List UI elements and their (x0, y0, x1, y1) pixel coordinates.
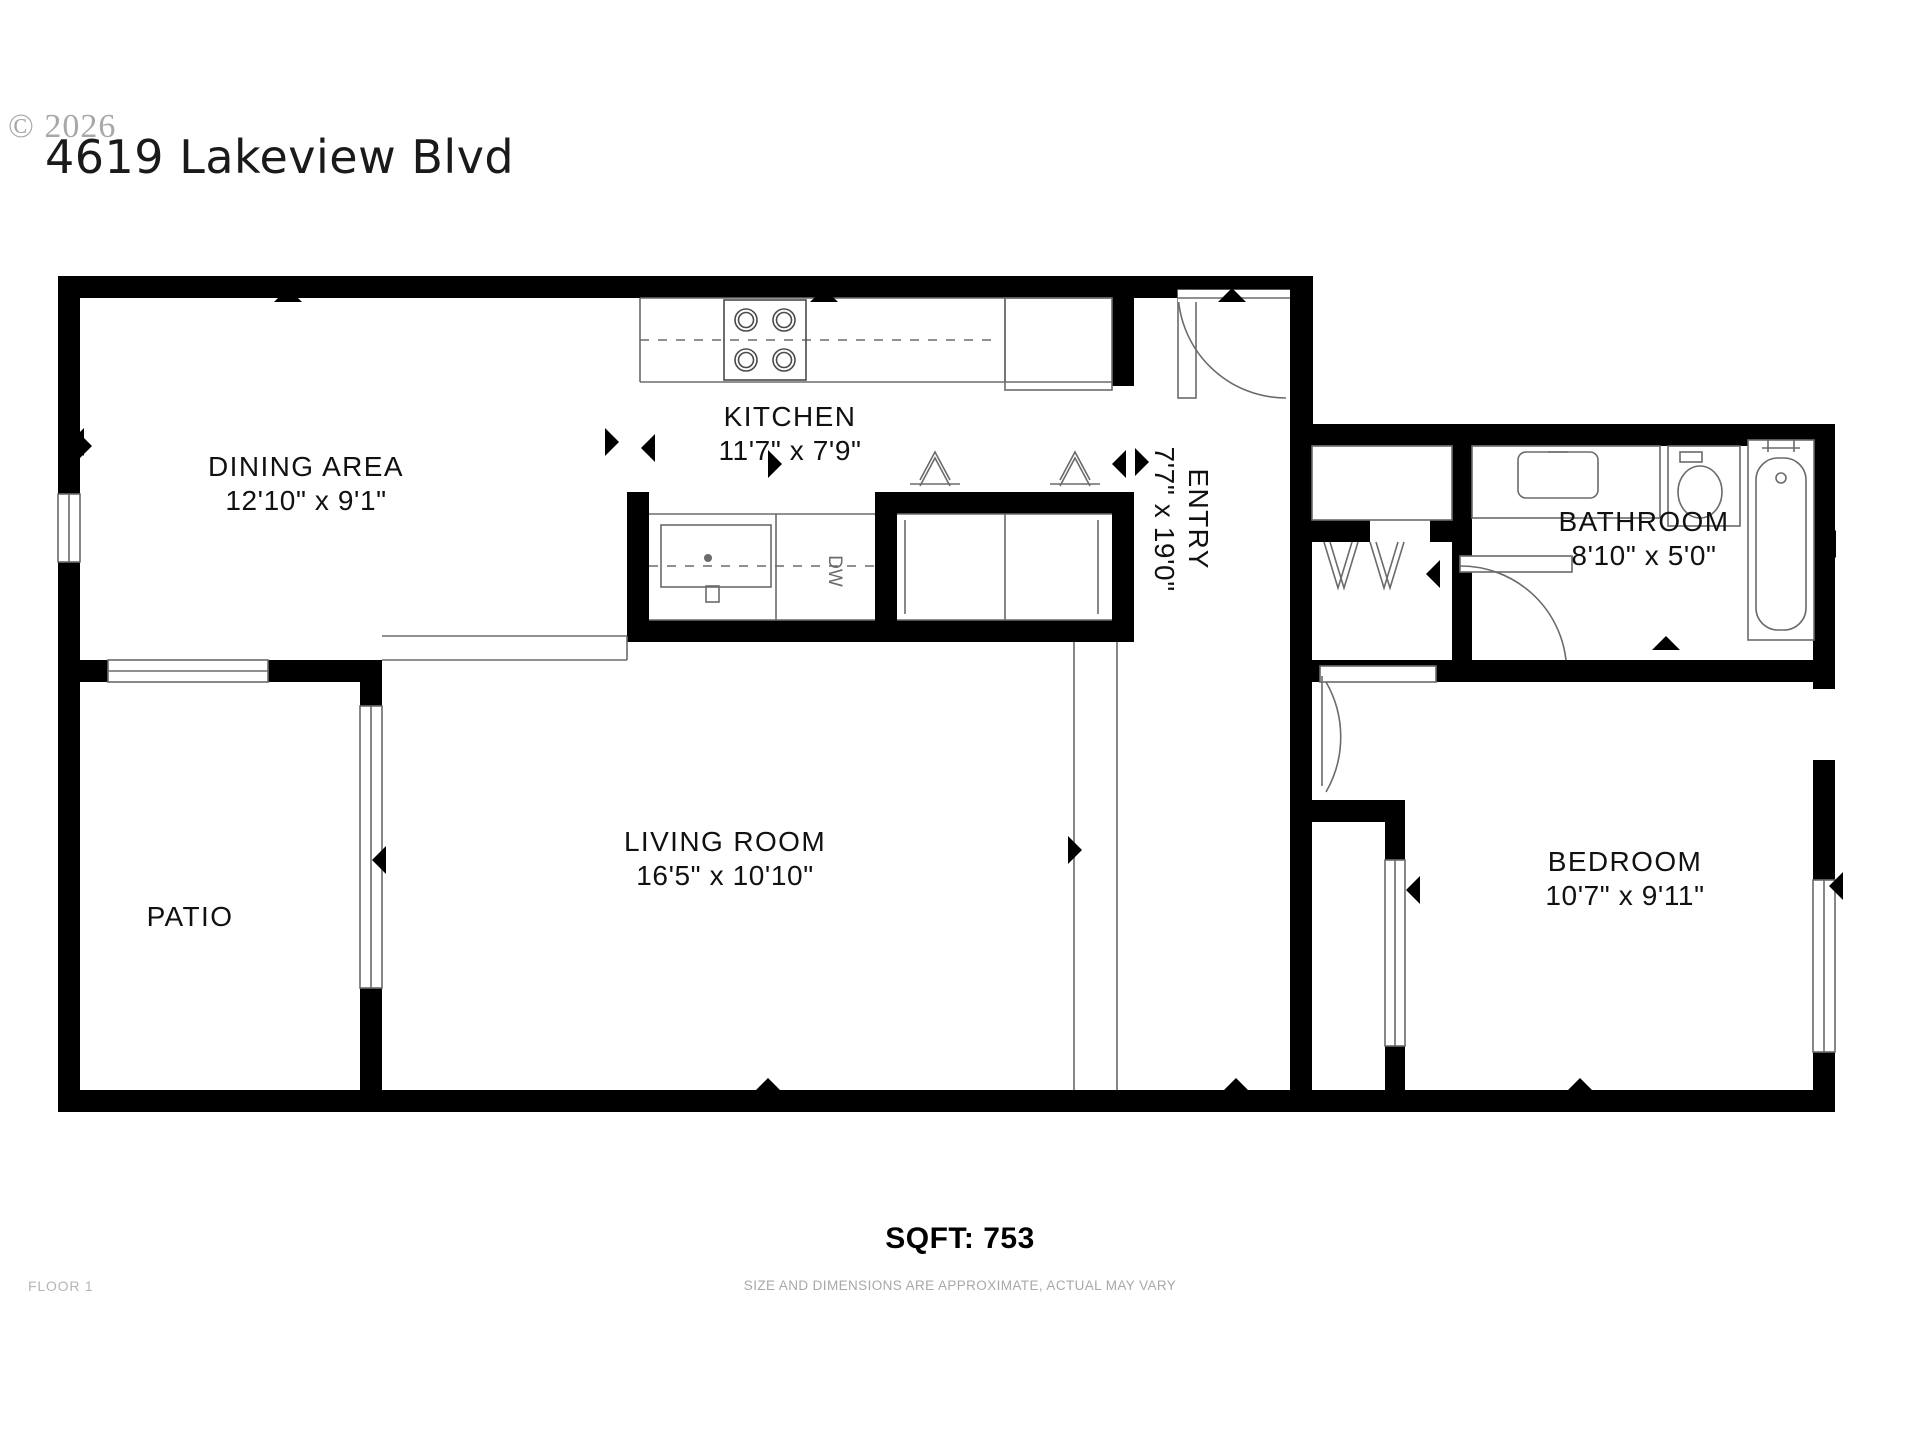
dishwasher-label: DW (823, 555, 845, 587)
room-dimensions: 8'10" x 5'0" (1571, 540, 1717, 572)
room-label-patio: PATIO (60, 900, 320, 934)
room-name: BATHROOM (1558, 506, 1730, 537)
room-dimensions: 12'10" x 9'1" (225, 485, 387, 517)
room-label-bathroom: BATHROOM 8'10" x 5'0" (1474, 505, 1814, 573)
room-name: LIVING ROOM (623, 826, 827, 857)
room-label-kitchen: KITCHEN 11'7" x 7'9" (605, 400, 975, 468)
page-title: 4619 Lakeview Blvd (45, 130, 515, 184)
room-label-living-room: LIVING ROOM 16'5" x 10'10" (545, 825, 905, 893)
room-name: PATIO (146, 901, 234, 932)
copyright-watermark: © 2026 (8, 108, 117, 145)
room-dimensions: 16'5" x 10'10" (636, 860, 814, 892)
room-label-dining-area: DINING AREA 12'10" x 9'1" (126, 450, 486, 518)
floor-number-label: FLOOR 1 (28, 1278, 94, 1294)
room-dimensions: 11'7" x 7'9" (718, 435, 862, 467)
sqft-total: SQFT: 753 (885, 1222, 1035, 1255)
room-name: DINING AREA (208, 451, 404, 482)
room-dimensions: 10'7" x 9'11" (1545, 880, 1705, 912)
room-label-bedroom: BEDROOM 10'7" x 9'11" (1455, 845, 1795, 913)
direction-arrows-group (70, 288, 1843, 1092)
room-label-entry: ENTRY 7'7" x 19'0" (1147, 359, 1215, 679)
room-name: KITCHEN (723, 401, 857, 432)
room-name: BEDROOM (1547, 846, 1703, 877)
fixtures-group (57, 289, 1836, 1090)
room-name: ENTRY (1183, 468, 1215, 570)
room-dimensions: 7'7" x 19'0" (1149, 446, 1180, 592)
disclaimer-text: SIZE AND DIMENSIONS ARE APPROXIMATE, ACT… (743, 1278, 1177, 1293)
